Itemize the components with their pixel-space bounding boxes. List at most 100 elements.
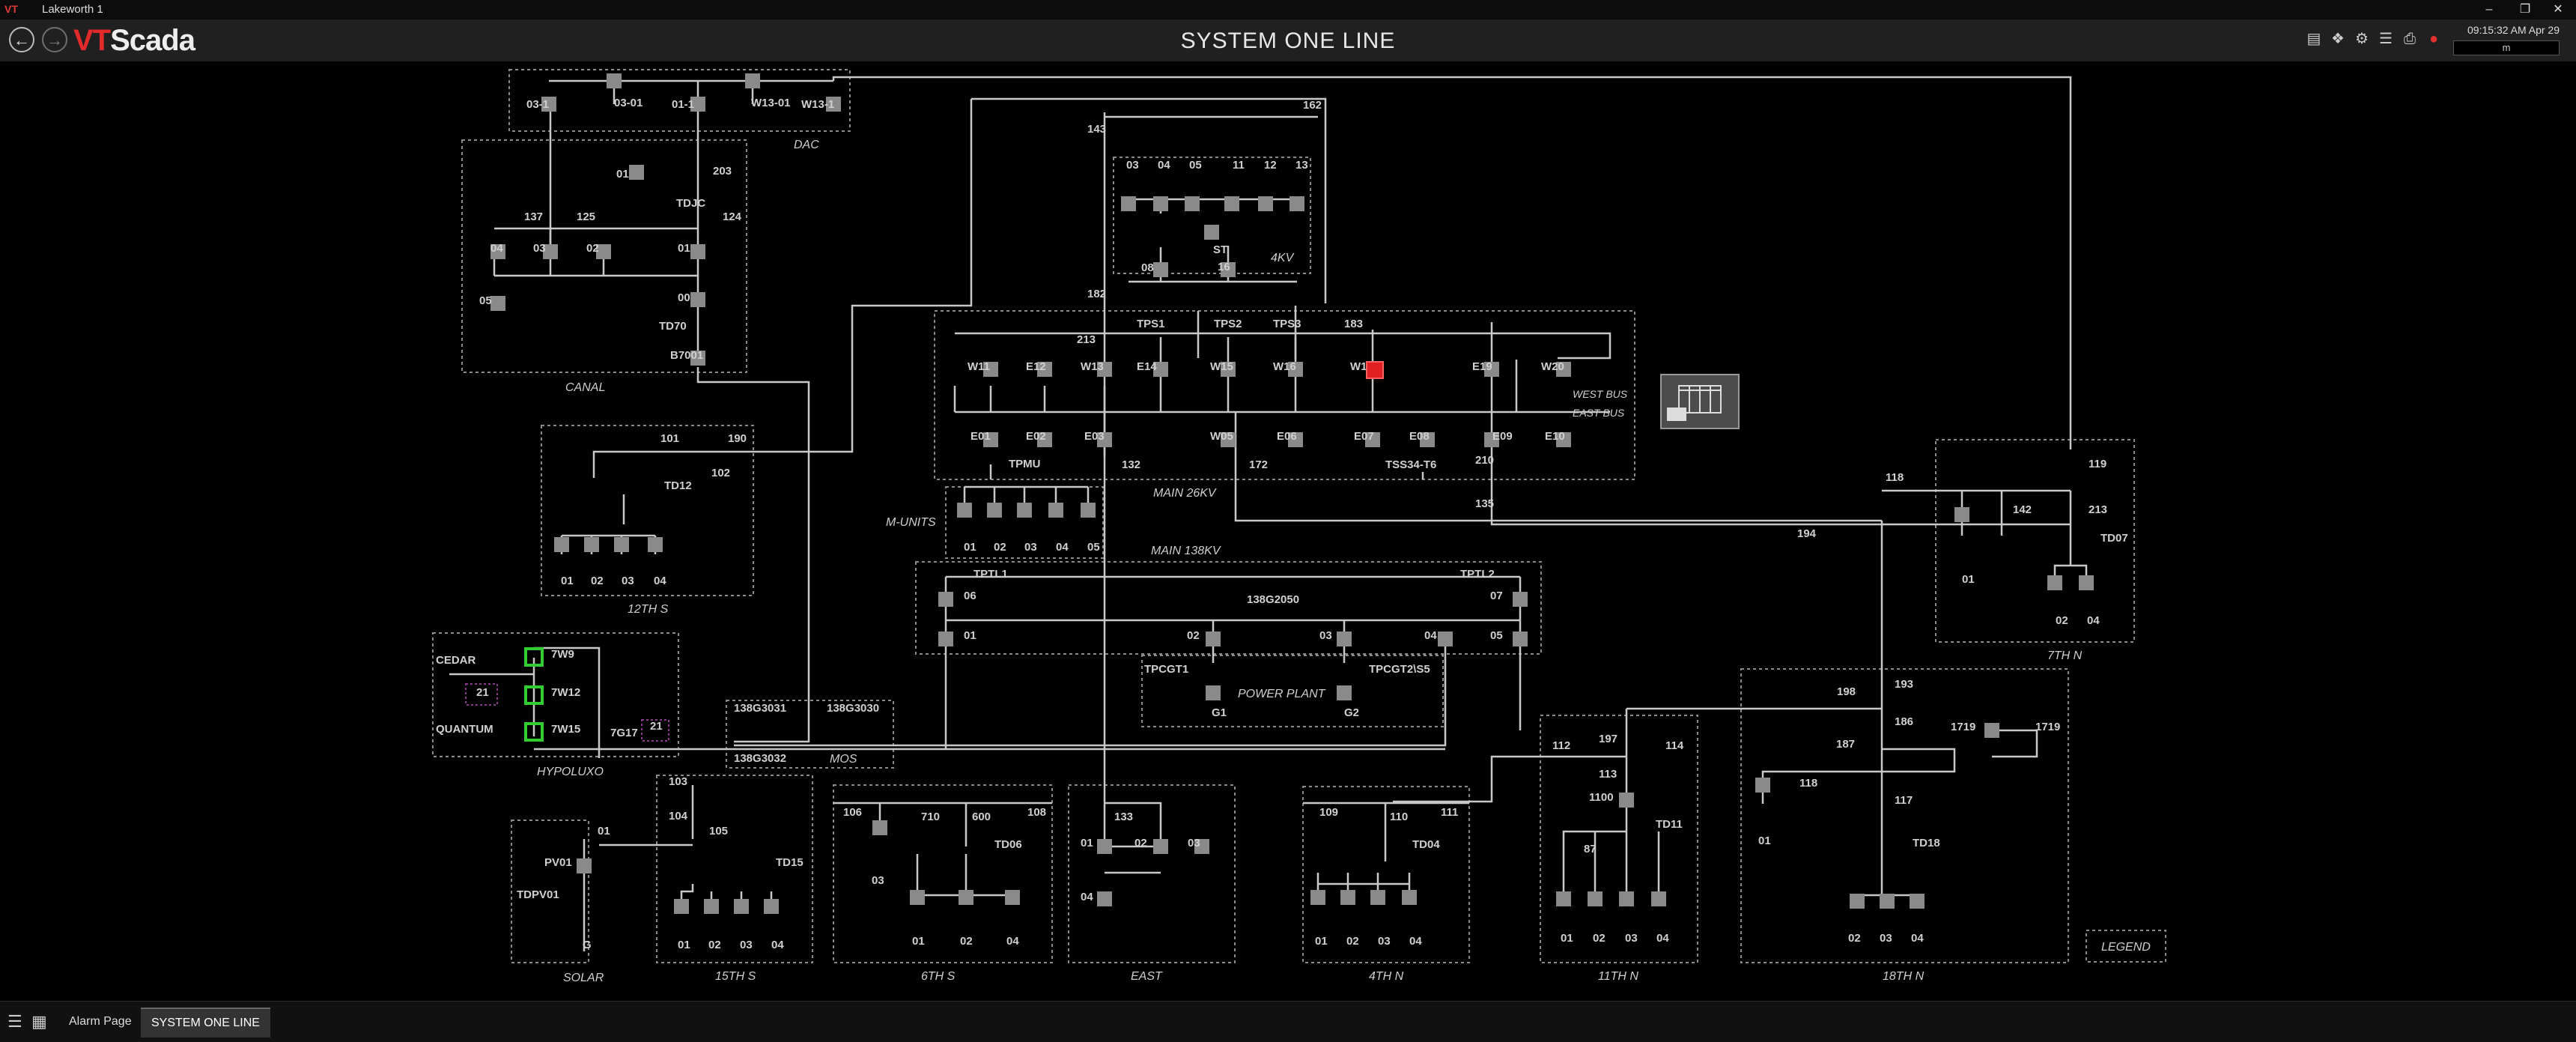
breaker-symbol[interactable] — [1310, 890, 1325, 905]
breaker-symbol[interactable] — [1556, 362, 1571, 377]
breaker-symbol[interactable] — [826, 97, 841, 112]
breaker-symbol[interactable] — [764, 899, 779, 914]
alarm-bell-icon[interactable]: ● — [2428, 31, 2439, 47]
breaker-symbol[interactable] — [690, 244, 705, 259]
breaker-symbol[interactable] — [1337, 631, 1352, 646]
breaker-symbol[interactable] — [983, 432, 998, 447]
breaker-symbol[interactable] — [704, 899, 719, 914]
breaker-symbol[interactable] — [596, 244, 611, 259]
breaker-symbol[interactable] — [1420, 432, 1435, 447]
breaker-symbol[interactable] — [1194, 839, 1209, 854]
breaker-symbol[interactable] — [1513, 631, 1528, 646]
breaker-symbol[interactable] — [1153, 362, 1168, 377]
breaker-symbol[interactable] — [1037, 432, 1052, 447]
breaker-symbol[interactable] — [1880, 894, 1895, 909]
breaker-symbol[interactable] — [1651, 891, 1666, 906]
breaker-symbol[interactable] — [957, 503, 972, 518]
breaker-symbol[interactable] — [1556, 891, 1571, 906]
breaker-symbol[interactable] — [1850, 894, 1865, 909]
restore-icon[interactable]: ❐ — [2519, 3, 2531, 16]
forward-button[interactable]: → — [42, 27, 67, 52]
breaker-symbol[interactable] — [1097, 839, 1112, 854]
breaker-symbol[interactable] — [1365, 432, 1380, 447]
back-button[interactable]: ← — [9, 27, 34, 52]
breaker-symbol[interactable] — [1204, 225, 1219, 240]
breaker-symbol[interactable] — [910, 890, 925, 905]
breaker-symbol[interactable] — [1153, 196, 1168, 211]
breaker-symbol[interactable] — [1402, 890, 1417, 905]
breaker-symbol[interactable] — [1484, 362, 1499, 377]
breaker-symbol[interactable] — [690, 97, 705, 112]
breaker-symbol[interactable] — [584, 537, 599, 552]
breaker-symbol[interactable] — [541, 97, 556, 112]
breaker-symbol[interactable] — [1097, 891, 1112, 906]
breaker-symbol[interactable] — [490, 296, 505, 311]
breaker-symbol[interactable] — [983, 362, 998, 377]
breaker-symbol[interactable] — [1221, 362, 1236, 377]
breaker-symbol[interactable] — [959, 890, 973, 905]
breaker-symbol[interactable] — [734, 899, 749, 914]
breaker-symbol[interactable] — [1081, 503, 1096, 518]
tab-alarm-page[interactable]: Alarm Page — [69, 1015, 132, 1028]
minimize-icon[interactable]: – — [2485, 3, 2493, 16]
breaker-symbol[interactable] — [614, 537, 629, 552]
close-icon[interactable]: ✕ — [2553, 3, 2563, 16]
breaker-symbol[interactable] — [648, 537, 663, 552]
breaker-symbol[interactable] — [1619, 891, 1634, 906]
list-icon[interactable]: ☰ — [2379, 31, 2393, 47]
breaker-symbol[interactable] — [674, 899, 689, 914]
breaker-symbol[interactable] — [1288, 362, 1303, 377]
breaker-symbol[interactable] — [490, 244, 505, 259]
tab-system-one-line[interactable]: SYSTEM ONE LINE — [141, 1008, 270, 1038]
breaker-symbol[interactable] — [554, 537, 569, 552]
breaker-symbol[interactable] — [1206, 631, 1221, 646]
breaker-symbol[interactable] — [543, 244, 558, 259]
breaker-symbol[interactable] — [1097, 362, 1112, 377]
breaker-symbol[interactable] — [1017, 503, 1032, 518]
breaker-symbol[interactable] — [629, 165, 644, 180]
breaker-symbol[interactable] — [987, 503, 1002, 518]
breaker-symbol[interactable] — [690, 292, 705, 307]
breaker-symbols[interactable] — [490, 73, 2094, 914]
breaker-symbol[interactable] — [1954, 507, 1969, 522]
breaker-symbol[interactable] — [1258, 196, 1273, 211]
breaker-symbol[interactable] — [607, 73, 622, 88]
breaker-symbol[interactable] — [1221, 262, 1236, 277]
breaker-symbol[interactable] — [745, 73, 760, 88]
breaker-symbol[interactable] — [1206, 685, 1221, 700]
breaker-symbol[interactable] — [1984, 723, 1999, 738]
breaker-symbol[interactable] — [2079, 575, 2094, 590]
breaker-symbol[interactable] — [1619, 793, 1634, 808]
breaker-symbol[interactable] — [1340, 890, 1355, 905]
print-icon[interactable]: ⎙ — [2404, 31, 2416, 47]
breaker-symbol[interactable] — [1438, 631, 1453, 646]
breaker-symbol[interactable] — [1005, 890, 1020, 905]
breaker-symbol[interactable] — [1037, 362, 1052, 377]
breaker-symbol[interactable] — [1121, 196, 1136, 211]
gear-icon[interactable]: ⚙ — [2355, 31, 2369, 47]
breaker-symbol[interactable] — [1224, 196, 1239, 211]
breaker-symbol[interactable] — [1097, 432, 1112, 447]
breaker-symbol[interactable] — [1370, 890, 1385, 905]
breaker-symbol[interactable] — [1910, 894, 1925, 909]
breaker-symbol[interactable] — [1221, 432, 1236, 447]
breaker-symbol[interactable] — [577, 858, 592, 873]
graph-icon[interactable]: ▤ — [2306, 31, 2321, 47]
tag-icon[interactable]: ❖ — [2331, 31, 2345, 47]
breaker-symbol[interactable] — [1556, 432, 1571, 447]
breaker-symbol[interactable] — [938, 631, 953, 646]
menu-icon[interactable]: ☰ — [7, 1012, 22, 1031]
breaker-symbol[interactable] — [872, 820, 887, 835]
breaker-symbol[interactable] — [1288, 432, 1303, 447]
breaker-symbol[interactable] — [1153, 839, 1168, 854]
breaker-symbol[interactable] — [1755, 778, 1770, 793]
breaker-symbol[interactable] — [1185, 196, 1200, 211]
breaker-symbol[interactable] — [690, 351, 705, 366]
breaker-symbol[interactable] — [1289, 196, 1304, 211]
breaker-symbol[interactable] — [1513, 592, 1528, 607]
breaker-symbol[interactable] — [1588, 891, 1603, 906]
grid-icon[interactable]: ▦ — [31, 1012, 47, 1031]
legend-caption[interactable]: LEGEND — [2101, 941, 2151, 954]
breaker-symbol[interactable] — [1484, 432, 1499, 447]
breaker-symbol[interactable] — [2047, 575, 2062, 590]
